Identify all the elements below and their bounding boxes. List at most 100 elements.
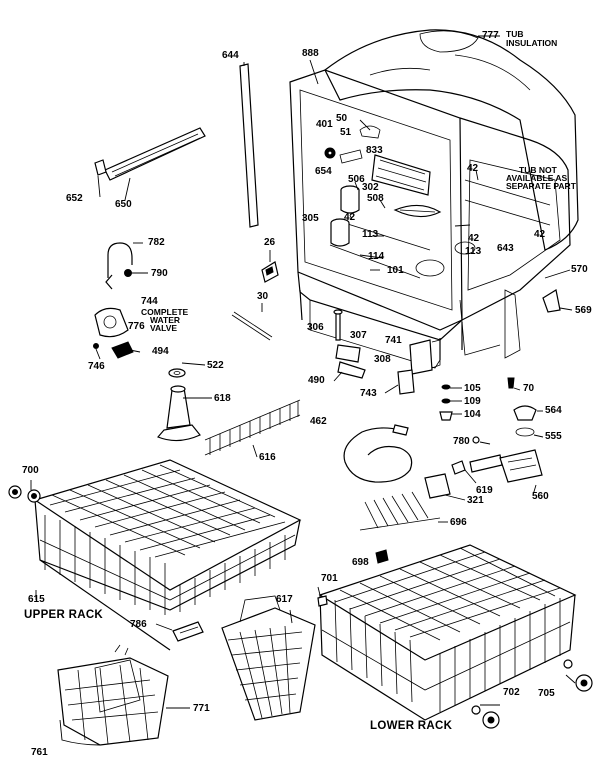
label-696: 696 [450, 517, 467, 528]
label-104: 104 [464, 409, 481, 420]
wheels-702 [471, 705, 500, 729]
clamp-790 [124, 269, 132, 277]
label-616: 616 [259, 452, 276, 463]
label-701: 701 [321, 573, 338, 584]
label-782: 782 [148, 237, 165, 248]
tower-618 [156, 385, 201, 442]
label-101: 101 [387, 265, 404, 276]
label-652: 652 [66, 193, 83, 204]
bracket-26 [261, 261, 279, 283]
label-305: 305 [302, 213, 319, 224]
label-617: 617 [276, 594, 293, 605]
label-560: 560 [532, 491, 549, 502]
bracket-321 [424, 473, 451, 499]
label-619: 619 [476, 485, 493, 496]
detergent-dispenser [371, 154, 431, 196]
lower-rack [318, 544, 577, 721]
label-654: 654 [315, 166, 332, 177]
label-771: 771 [193, 703, 210, 714]
label-tub-insulation-2: INSULATION [506, 38, 558, 48]
label-741: 741 [385, 335, 402, 346]
label-643: 643 [497, 243, 514, 254]
label-761: 761 [31, 747, 48, 758]
label-833: 833 [366, 145, 383, 156]
label-650: 650 [115, 199, 132, 210]
hose-462 [343, 424, 413, 483]
label-302: 302 [362, 182, 379, 193]
label-786: 786 [130, 619, 147, 630]
label-307: 307 [350, 330, 367, 341]
tine-row-698 [359, 491, 441, 531]
basket-771 [57, 644, 169, 746]
label-506: 506 [348, 174, 365, 185]
hose-fitting [469, 454, 503, 473]
label-462: 462 [310, 416, 327, 427]
label-113-a: 113 [362, 229, 379, 240]
label-569: 569 [575, 305, 592, 316]
clip-652 [94, 159, 107, 176]
screw-70 [507, 377, 515, 389]
label-tub-insulation-1: TUB [506, 29, 524, 39]
cylinder-302 [340, 185, 360, 214]
door-gasket-650 [104, 127, 206, 181]
label-522: 522 [207, 360, 224, 371]
rack-clip-701 [317, 595, 328, 607]
bracket-307 [335, 344, 361, 363]
plug-104 [439, 411, 453, 421]
clamp-780 [472, 436, 480, 444]
water-valve-744 [94, 307, 134, 359]
label-744: 744 [141, 296, 158, 307]
label-494: 494 [152, 346, 169, 357]
rinse-aid-cap-654 [324, 147, 336, 159]
label-705: 705 [538, 688, 555, 699]
tub-insulation [324, 29, 579, 251]
block-743 [397, 369, 415, 395]
label-644: 644 [222, 50, 239, 61]
clip-696 [375, 549, 389, 564]
label-complete-water-valve-2: WATER [150, 315, 181, 325]
label-888: 888 [302, 48, 319, 59]
label-42-d: 42 [468, 233, 480, 244]
label-615: 615 [28, 594, 45, 605]
ring-555 [515, 427, 535, 437]
label-tub-not-2: AVAILABLE AS [506, 173, 568, 183]
label-698: 698 [352, 557, 369, 568]
label-114: 114 [368, 251, 385, 262]
seal-619 [451, 460, 466, 475]
label-306: 306 [307, 322, 324, 333]
label-700: 700 [22, 465, 39, 476]
side-seal-644 [239, 63, 259, 228]
label-30: 30 [257, 291, 269, 302]
label-308: 308 [374, 354, 391, 365]
label-618: 618 [214, 393, 231, 404]
label-321: 321 [467, 495, 484, 506]
label-complete-water-valve-3: VALVE [150, 323, 178, 333]
label-490: 490 [308, 375, 325, 386]
bracket-570-569 [542, 289, 561, 313]
upper-rack [33, 459, 302, 651]
cap-564 [513, 405, 537, 421]
label-555: 555 [545, 431, 562, 442]
washer-105 [441, 384, 451, 390]
tine-row-616 [204, 399, 301, 456]
leader-lines [30, 35, 576, 709]
label-508: 508 [367, 193, 384, 204]
label-tub-not-3: SEPARATE PART [506, 181, 576, 191]
label-790: 790 [151, 268, 168, 279]
cylinder-305 [330, 218, 350, 247]
bolt-306 [333, 309, 343, 341]
label-51: 51 [340, 127, 352, 138]
spray-arm-508 [393, 204, 442, 218]
label-26: 26 [264, 237, 276, 248]
relay-741 [409, 339, 441, 375]
label-50: 50 [336, 113, 348, 124]
latch-parts [339, 125, 381, 164]
label-776: 776 [128, 321, 145, 332]
label-42-a: 42 [467, 163, 479, 174]
label-780: 780 [453, 436, 470, 447]
bracket-308 [337, 361, 366, 379]
label-109: 109 [464, 396, 481, 407]
nut-522 [168, 368, 186, 378]
label-777: 777 [482, 30, 499, 41]
label-complete-water-valve-1: COMPLETE [141, 307, 189, 317]
